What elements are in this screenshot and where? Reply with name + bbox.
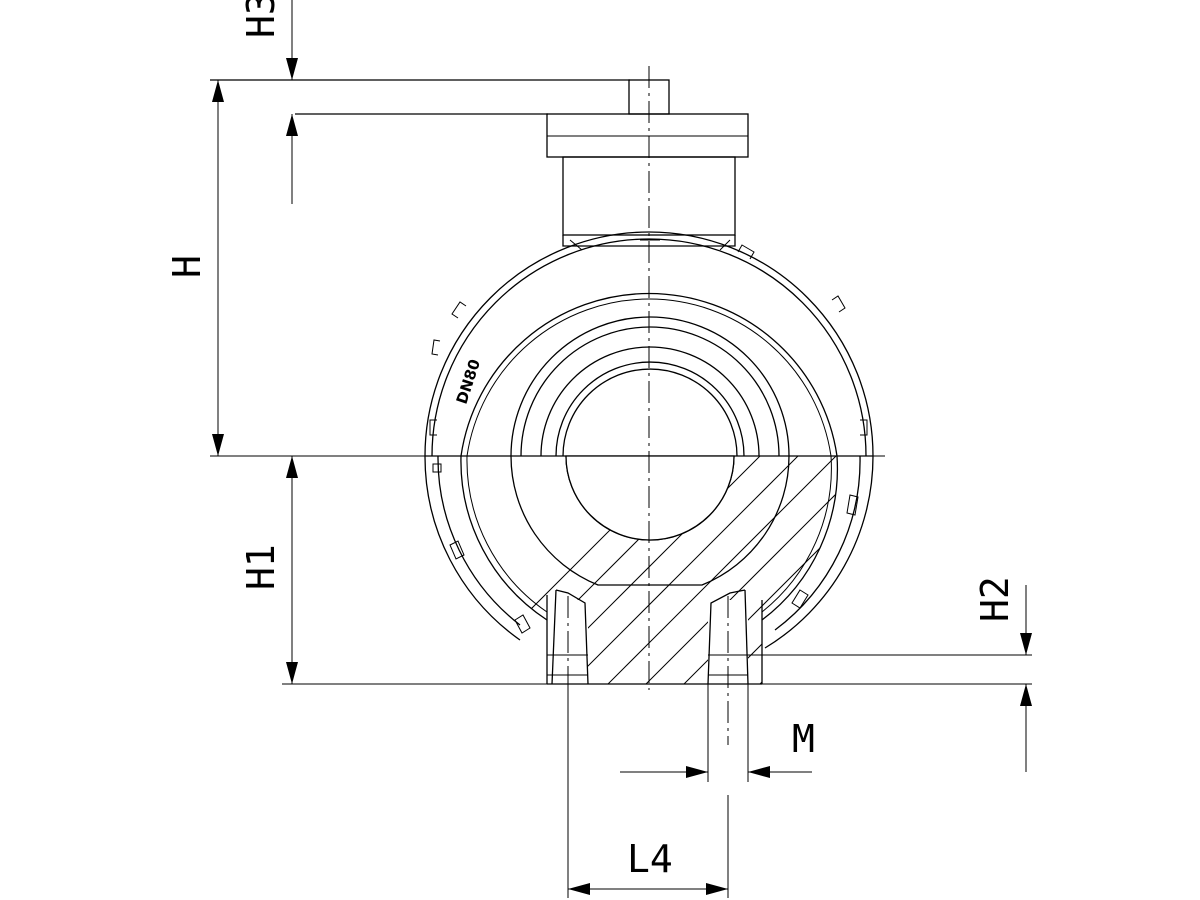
label-l4: L4 (627, 837, 673, 881)
dimension-h3: H3 (239, 0, 298, 204)
hatch-line (972, 440, 1200, 700)
handle (210, 79, 670, 115)
dimension-l4: L4 (567, 684, 729, 898)
label-m: M (792, 717, 815, 761)
center-lines (415, 66, 885, 745)
hatch-line (1124, 440, 1200, 700)
hatch-line (591, 456, 838, 684)
dimension-m: M (620, 684, 815, 782)
hatch-line (1010, 440, 1200, 700)
hatch-line (896, 440, 1156, 700)
hatch-line (553, 456, 815, 684)
label-h3: H3 (239, 0, 283, 38)
hatch-line (1086, 440, 1200, 700)
hatch-line (934, 440, 1194, 700)
hatch-line (629, 456, 838, 684)
dimension-h2: H2 (762, 576, 1032, 772)
hatch-line (743, 456, 838, 684)
label-h2: H2 (973, 576, 1017, 622)
label-h: H (165, 255, 209, 278)
actuator-flange (546, 113, 749, 251)
label-h1: H1 (239, 544, 283, 590)
hatch-line (858, 440, 1118, 700)
dimension-h1: H1 (239, 456, 1032, 685)
dimension-h: H (165, 80, 425, 457)
hatch-line (1048, 440, 1200, 700)
hatch-line (781, 456, 838, 684)
